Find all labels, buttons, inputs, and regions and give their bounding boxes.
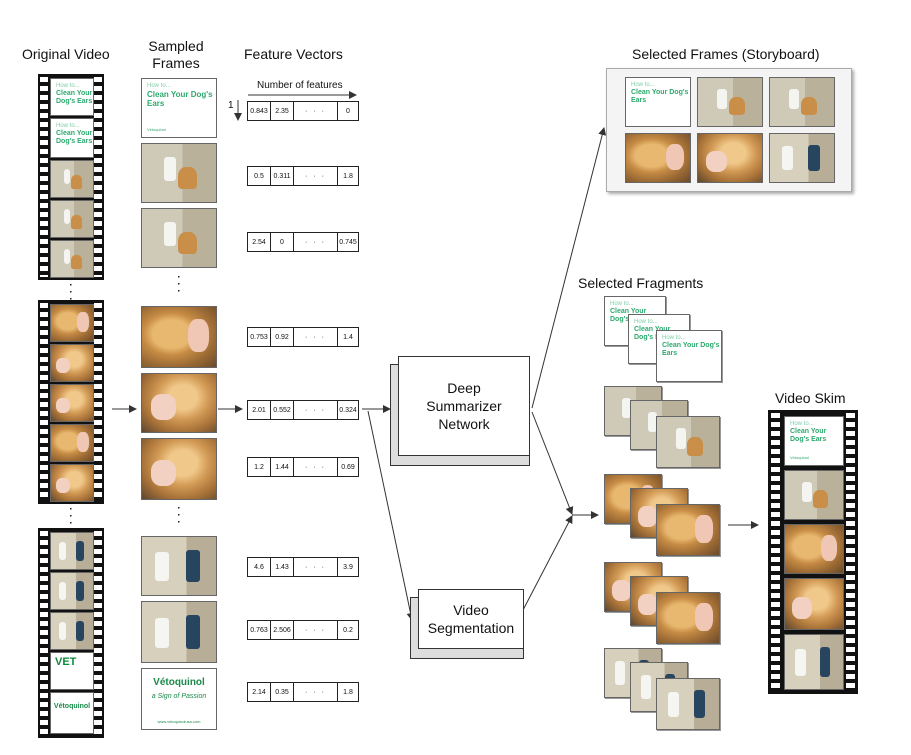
sampled-frame-dog [141,373,217,433]
skim-frame-two-people [784,634,844,690]
original-video-header: Original Video [22,46,110,62]
storyboard-frame [697,77,763,127]
storyboard-frame [769,133,835,183]
video-frame-two-people [50,612,94,650]
video-frame-title: How to...Clean Your Dog's Ears [50,78,94,116]
sampled-frame-dog [141,438,217,500]
ellipsis-dots: ··· [177,272,181,297]
skim-frame-dog [784,578,844,630]
video-frame-logo: Vétoquinol [50,692,94,734]
number-of-features-label: Number of features [257,80,343,91]
video-frame-title: How to...Clean Your Dog's Ears [50,118,94,158]
sampled-frame-two-people [141,536,217,596]
storyboard-panel: How to...Clean Your Dog's Ears [606,68,852,192]
original-video-filmstrip [38,300,104,504]
video-frame-product: VET [50,652,94,690]
video-frame-two-people [50,572,94,610]
storyboard-frame [769,77,835,127]
arrow-vectors-to-segmentation [367,410,415,621]
video-frame-dog [50,304,94,342]
video-segmentation-label: Video Segmentation [427,602,515,636]
storyboard-frame [625,133,691,183]
arrow-network-to-merge [531,411,574,515]
ellipsis-dots: ··· [69,504,73,529]
feature-vectors-header: Feature Vectors [244,46,343,62]
original-video-filmstrip: VET Vétoquinol [38,528,104,738]
selected-fragments-header: Selected Fragments [578,275,704,291]
storyboard-frame: How to...Clean Your Dog's Ears [625,77,691,127]
sampled-frame-vet [141,143,217,203]
video-frame-dog [50,384,94,422]
video-skim-header: Video Skim [775,390,846,406]
ellipsis-dots: ··· [69,280,73,305]
original-video-filmstrip: How to...Clean Your Dog's Ears How to...… [38,74,104,280]
arrow-network-to-storyboard [531,127,607,409]
video-frame-dog [50,464,94,502]
video-segmentation-box: Video Segmentation [418,589,524,649]
deep-summarizer-label: Deep Summarizer Network [426,380,502,432]
selected-frames-header: Selected Frames (Storyboard) [632,46,820,62]
skim-frame-dog [784,524,844,574]
video-frame-dog [50,424,94,462]
ellipsis-dots: ··· [177,503,181,528]
video-frame-vet [50,200,94,238]
skim-frame-vet [784,470,844,520]
sampled-frames-header: Sampled Frames [148,38,204,71]
sample-index-label: 1 [228,100,234,111]
video-frame-dog [50,344,94,382]
video-frame-vet [50,240,94,278]
storyboard-frame [697,133,763,183]
video-frame-vet [50,160,94,198]
sampled-frame-vet [141,208,217,268]
arrow-segmentation-to-merge [521,515,573,613]
video-frame-two-people [50,532,94,570]
sampled-frame-dog [141,306,217,368]
deep-summarizer-network-box: Deep Summarizer Network [398,356,530,456]
sampled-frame-two-people [141,601,217,663]
